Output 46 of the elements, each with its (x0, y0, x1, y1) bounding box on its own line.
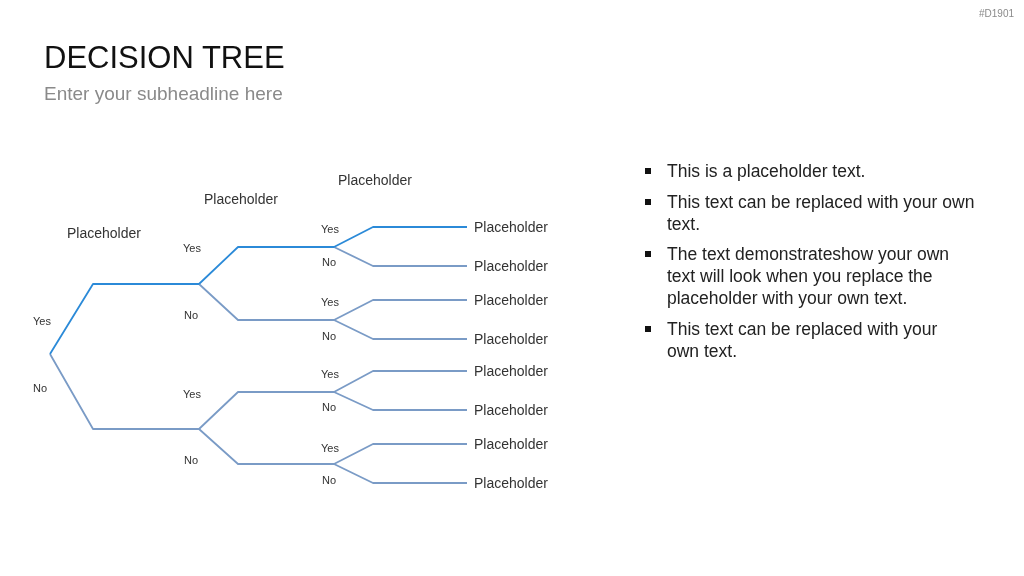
leaf-label: Placeholder (474, 218, 548, 236)
branch-line (198, 391, 335, 430)
leaf-label: Placeholder (474, 401, 548, 419)
bullet-text: This text can be replaced with your own text. (667, 191, 976, 235)
title: DECISION TREE (44, 40, 285, 76)
branch-label: Yes (183, 387, 201, 401)
branch-label: Yes (321, 367, 339, 381)
branch-label: Yes (321, 222, 339, 236)
branch-label: No (321, 255, 337, 269)
branch-line (333, 443, 468, 465)
branch-line (198, 246, 335, 285)
branch-line (49, 353, 200, 430)
branch-line (333, 370, 468, 393)
column-header: Placeholder (204, 190, 278, 208)
branch-label: Yes (321, 441, 339, 455)
branch-label: No (32, 381, 48, 395)
branch-line (198, 428, 335, 465)
branch-line (49, 283, 200, 355)
bullet-text: This text can be replaced with your own text. (667, 318, 939, 362)
branch-line (333, 299, 468, 321)
leaf-label: Placeholder (474, 330, 548, 348)
branch-label: No (321, 400, 337, 414)
branch-label: Yes (183, 241, 201, 255)
bullet-text: This is a placeholder text. (667, 160, 867, 182)
branch-label: Yes (33, 314, 51, 328)
branch-label: No (183, 308, 199, 322)
branch-line (333, 246, 468, 267)
branch-line (333, 319, 468, 340)
leaf-label: Placeholder (474, 291, 548, 309)
slide-code: #D1901 (978, 8, 1014, 20)
branch-line (333, 463, 468, 484)
branch-label: No (321, 329, 337, 343)
bullet-text: The text demonstrateshow your own text will look when you replace the placeholder with your own text. (667, 243, 951, 309)
subtitle: Enter your subheadline here (44, 83, 283, 105)
branch-label: No (321, 473, 337, 487)
branch-label: Yes (321, 295, 339, 309)
column-header: Placeholder (338, 171, 412, 189)
column-header: Placeholder (67, 224, 141, 242)
branch-line (333, 391, 468, 411)
leaf-label: Placeholder (474, 474, 548, 492)
branch-label: No (183, 453, 199, 467)
leaf-label: Placeholder (474, 435, 548, 453)
branch-line (333, 226, 468, 248)
branch-line (198, 283, 335, 321)
leaf-label: Placeholder (474, 257, 548, 275)
leaf-label: Placeholder (474, 362, 548, 380)
